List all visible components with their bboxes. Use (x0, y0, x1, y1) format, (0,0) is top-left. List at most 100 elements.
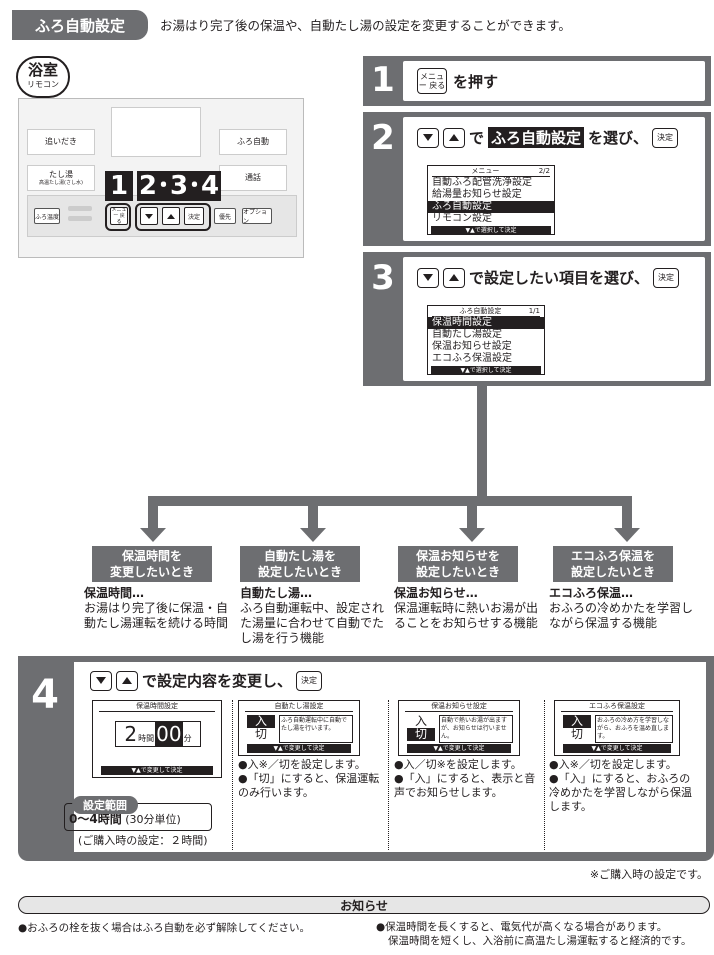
lcd-title: 保温お知らせ設定 (405, 701, 513, 712)
intro-text: お湯はり完了後の保温や、自動たし湯の設定を変更することができます。 (160, 18, 571, 33)
step-2-highlight: ふろ自動設定 (488, 127, 585, 148)
lcd-title: 保温時間設定 (99, 701, 215, 712)
lcd-eco: エコふろ保温設定 入 切 おふろの冷め方を学習しながら、おふろを温め直します。 … (554, 700, 680, 756)
remote-indicator (68, 206, 92, 211)
flow-arrow-stem (477, 386, 487, 500)
highlight-step1 (105, 203, 131, 231)
arrow-down-icon (300, 528, 326, 542)
down-triangle-icon (423, 134, 433, 141)
situation-desc: 自動たし湯…ふろ自動運転中、設定された湯量に合わせて自動でたし湯を行う機能 (240, 586, 385, 645)
remote-screen (111, 107, 201, 157)
step-number: 1 (371, 60, 395, 100)
add-water-button[interactable]: たし湯高温たし湯(さし水) (27, 165, 95, 191)
ok-key[interactable]: 決定 (184, 207, 204, 225)
lcd-footer: ▼▲で変更して決定 (407, 744, 511, 753)
down-key[interactable] (140, 207, 158, 225)
lcd-footer: ▼▲で変更して決定 (101, 766, 213, 775)
notice-title: お知らせ (18, 896, 710, 914)
callout-1: 1 (105, 171, 133, 201)
section-tag: ふろ自動設定 (12, 10, 148, 40)
lcd-keep-warm-time: 保温時間設定 2 時間 00 分 ▼▲で変更して決定 (92, 700, 222, 778)
ok-key-icon: 決定 (653, 267, 680, 288)
divider (388, 700, 389, 850)
arrow-down-icon (140, 528, 166, 542)
up-triangle-icon (122, 677, 132, 684)
flow-arrow-drop (148, 496, 158, 530)
situation-box-notice: 保温お知らせを 設定したいとき (398, 546, 518, 582)
situation-box-auto-add: 自動たし湯を 設定したいとき (240, 546, 360, 582)
lcd-message: おふろの冷め方を学習しながら、おふろを温め直します。 (595, 715, 673, 743)
step-number: 4 (31, 672, 59, 718)
flow-arrow-drop (308, 496, 318, 530)
bathroom-remote-icon: 浴室 リモコン (16, 56, 70, 98)
call-button[interactable]: 通話 (219, 165, 287, 191)
menu-item-selected: 保温時間設定 (428, 317, 544, 329)
situation-desc: エコふろ保温…おふろの冷めかたを学習しながら保温する機能 (549, 586, 694, 630)
up-key-icon (116, 670, 138, 691)
up-key[interactable] (162, 207, 180, 225)
up-triangle-icon (167, 213, 175, 219)
step-number: 2 (371, 118, 395, 158)
flow-arrow-drop (622, 496, 632, 530)
situation-box-keep-warm: 保温時間を 変更したいとき (92, 546, 212, 582)
menu-item: 自動ふろ配管洗浄設定 (432, 177, 532, 188)
situation-desc: 保温お知らせ…保温運転時に熱いお湯が出ることをお知らせする機能 (394, 586, 539, 630)
step-4-text: で設定内容を変更し、 (142, 672, 293, 690)
down-triangle-icon (96, 677, 106, 684)
divider (544, 700, 545, 850)
step-2-de: で (469, 129, 485, 147)
up-key-icon (443, 267, 465, 288)
lcd-footer: ▼▲で変更して決定 (563, 744, 671, 753)
menu-item: 保温お知らせ設定 (432, 341, 512, 352)
auto-bath-button[interactable]: ふろ自動 (219, 129, 287, 155)
arrow-down-icon (614, 528, 640, 542)
flow-arrow-branch (148, 496, 632, 506)
menu-item: 給湯量お知らせ設定 (432, 189, 522, 200)
bath-temp-key[interactable]: ふろ温度 (34, 208, 60, 224)
menu-back-key-icon: メニュー 戻る (417, 68, 447, 94)
remote-indicator (68, 216, 92, 221)
priority-key[interactable]: 優先 (214, 208, 236, 224)
ok-key-icon: 決定 (652, 127, 679, 148)
range-default: (ご購入時の設定：２時間) (78, 834, 208, 847)
up-triangle-icon (449, 274, 459, 281)
range-tag: 設定範囲 (72, 796, 138, 814)
up-key-icon (443, 127, 465, 148)
arrow-down-icon (459, 528, 485, 542)
menu-back-key[interactable]: メニュー 戻る (110, 207, 128, 225)
range-box: 0～4時間 (30分単位) (64, 803, 212, 831)
step-4: 4 で設定内容を変更し、 決定 (18, 656, 714, 861)
menu-footer: ▼▲で選択して決定 (431, 366, 541, 375)
down-triangle-icon (145, 213, 153, 219)
reheat-button[interactable]: 追いだき (27, 129, 95, 155)
ok-key-icon: 決定 (296, 670, 323, 691)
time-value: 2 時間 00 分 (115, 721, 201, 747)
remote-key-row: ふろ温度 メニュー 戻る 決定 優先 オプション (27, 195, 297, 237)
lcd-notice: 保温お知らせ設定 入 切 自動で熱いお湯が出ますが、お知らせは行いません。 ▼▲… (398, 700, 520, 756)
menu-item: エコふろ保温設定 (432, 353, 512, 364)
divider (232, 700, 233, 850)
lcd-title: 自動たし湯設定 (245, 701, 353, 712)
notes-notice: ●入／切※を設定します。 ●「入」にすると、表示と音声でお知らせします。 (394, 758, 536, 799)
remote-icon-sublabel: リモコン (27, 80, 59, 89)
step-2-rest: を選び、 (588, 129, 649, 147)
lcd-footer: ▼▲で変更して決定 (247, 744, 351, 753)
remote-icon-label: 浴室 (27, 61, 58, 79)
step-1: 1 メニュー 戻る を押す (363, 56, 711, 106)
option-key[interactable]: オプション (242, 208, 272, 225)
notes-eco: ●入※／切を設定します。 ●「入」にすると、おふろの冷めかたを学習しながら保温し… (549, 758, 692, 813)
down-triangle-icon (423, 274, 433, 281)
callout-234: 2･3･4 (137, 171, 221, 201)
menu-footer: ▼▲で選択して決定 (431, 226, 551, 235)
lcd-message: 自動で熱いお湯が出ますが、お知らせは行いません。 (439, 715, 513, 743)
on-off: 入 切 (407, 715, 435, 741)
menu-item-selected: ふろ自動設定 (428, 201, 554, 213)
on-off: 入 切 (247, 715, 275, 741)
